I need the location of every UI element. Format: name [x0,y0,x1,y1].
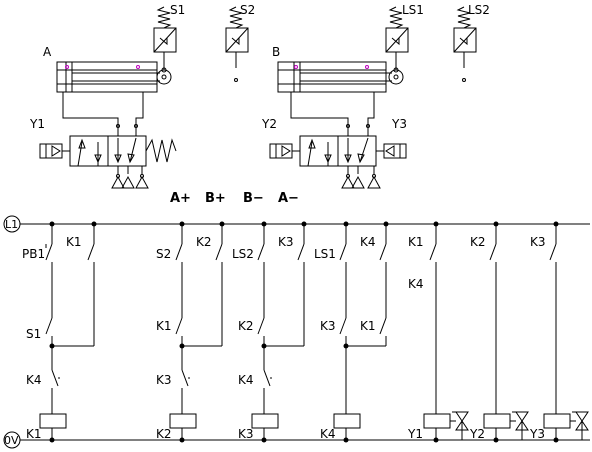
label-s1: S1 [170,3,185,17]
label-s2: S2 [240,3,255,17]
rung-1 [39,224,95,440]
rail-label-l1: L1 [5,218,18,231]
rung-6 [483,224,529,440]
contact-k2-hold: K2 [196,235,212,249]
valve-b [269,126,407,189]
rung-2 [169,224,223,440]
contact-k1-r4: K1 [360,319,376,333]
coil-k2: K2 [156,427,172,441]
contact-s2: S2 [156,247,171,261]
coil-y2: Y2 [469,427,485,441]
limit-switch-s1 [153,6,177,73]
sequence-step-2: B+ [205,191,226,206]
contact-k3-r7: K3 [530,235,546,249]
coil-y3: Y3 [529,427,545,441]
valve-a [39,126,177,189]
label-y2-valve: Y2 [261,117,277,131]
label-ls2: LS2 [468,3,490,17]
contact-s1: S1 [26,327,41,341]
cylinder-b [277,61,404,100]
coil-y1: Y1 [407,427,423,441]
contact-k4-hold: K4 [360,235,376,249]
tubing-a [62,100,144,128]
contact-k4-r3: K4 [238,373,254,387]
sequence-step-4: A− [278,191,299,206]
label-ls1: LS1 [402,3,424,17]
coil-k1: K1 [26,427,42,441]
contact-k4-r5: K4 [408,277,424,291]
label-y1-valve: Y1 [29,117,45,131]
contact-k2-r3: K2 [238,319,254,333]
contact-k1-r2: K1 [156,319,172,333]
contact-ls2: LS2 [232,247,254,261]
label-y3-valve: Y3 [391,117,407,131]
contact-k3-r2: K3 [156,373,172,387]
rung-5 [423,224,469,440]
contact-k3-r4: K3 [320,319,336,333]
coil-k3: K3 [238,427,254,441]
contact-k4-r1: K4 [26,373,42,387]
contact-ls1: LS1 [314,247,336,261]
label-cylinder-a: A [43,45,52,59]
rail-junctions [49,221,559,443]
cylinder-a [56,61,172,100]
contact-k3-hold: K3 [278,235,294,249]
label-cylinder-b: B [272,45,280,59]
contact-k1-r5: K1 [408,235,424,249]
sequence-step-3: B− [243,191,264,206]
contact-k1-hold: K1 [66,235,82,249]
coil-k4: K4 [320,427,336,441]
rail-label-0v: 0V [4,434,19,447]
rung-3 [251,224,305,440]
sequence-step-1: A+ [170,191,191,206]
limit-switch-ls1 [385,6,409,73]
limit-switch-ls2 [453,6,477,82]
contact-k2-r6: K2 [470,235,486,249]
limit-switch-s2 [225,6,249,82]
tubing-b [290,100,375,128]
rung-7 [543,224,589,440]
contact-pb1: PB1 [22,247,45,261]
